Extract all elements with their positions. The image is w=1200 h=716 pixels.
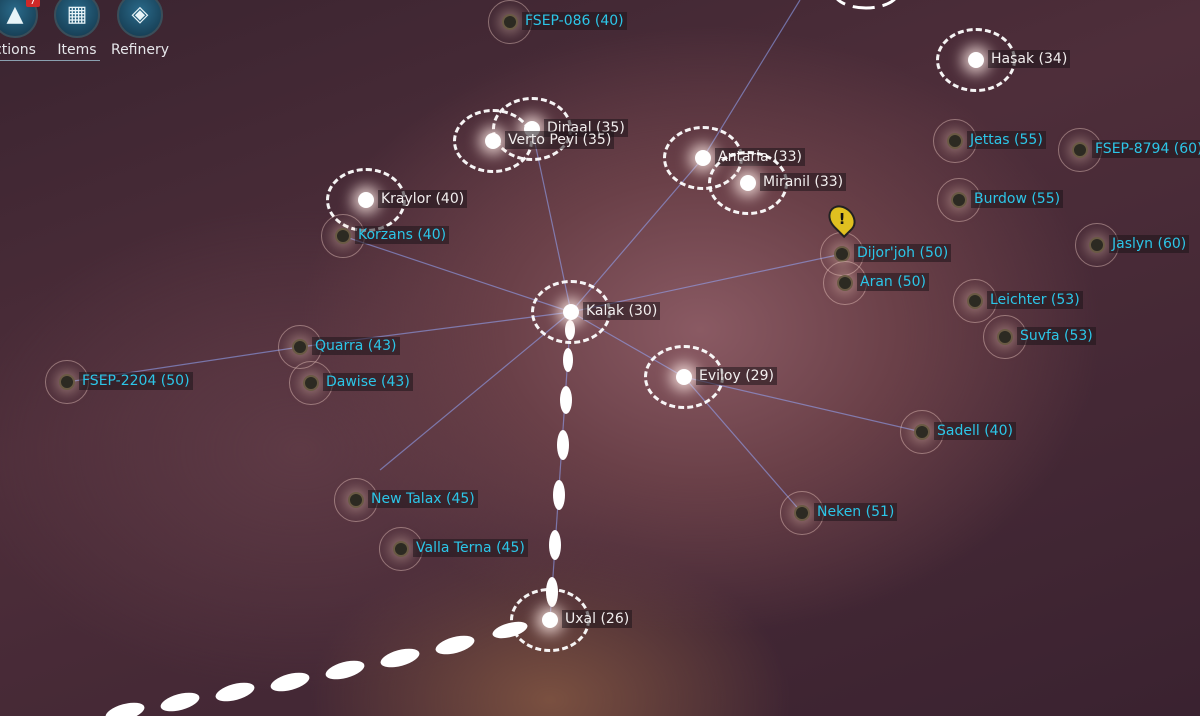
system-label[interactable]: Suvfa (53) (1017, 327, 1096, 345)
system-label[interactable]: Dawise (43) (323, 373, 413, 391)
system-node[interactable] (740, 175, 756, 191)
toolbar-divider (0, 60, 100, 61)
system-label[interactable]: FSEP-2204 (50) (79, 372, 193, 390)
missions-label: ctions (0, 42, 36, 58)
system-node[interactable] (1072, 142, 1088, 158)
diamond-icon: ◈ (117, 0, 163, 38)
system-label[interactable]: Leichter (53) (987, 291, 1083, 309)
system-node[interactable] (393, 541, 409, 557)
items-stack-icon: ▦ (54, 0, 100, 38)
items-button[interactable]: ▦ Items (42, 0, 112, 58)
system-node[interactable] (951, 192, 967, 208)
system-label[interactable]: FSEP-8794 (60) (1092, 140, 1200, 158)
missions-button[interactable]: ▲ 7 ctions (0, 0, 50, 58)
system-node[interactable] (292, 339, 308, 355)
system-node[interactable] (947, 133, 963, 149)
system-label[interactable]: Kalak (30) (583, 302, 661, 320)
system-label[interactable]: Jaslyn (60) (1109, 235, 1190, 253)
system-label[interactable]: New Talax (45) (368, 490, 478, 508)
system-label[interactable]: Korzans (40) (355, 226, 450, 244)
system-node[interactable] (502, 14, 518, 30)
system-label[interactable]: Aran (50) (857, 273, 929, 291)
system-label[interactable]: Verto Peyi (35) (505, 131, 615, 149)
system-label[interactable]: Burdow (55) (971, 190, 1064, 208)
system-label[interactable]: Quarra (43) (312, 337, 400, 355)
system-label[interactable]: FSEP-086 (40) (522, 12, 627, 30)
system-node[interactable] (695, 150, 711, 166)
warp-lane (379, 311, 572, 471)
system-node[interactable] (563, 304, 579, 320)
system-node[interactable] (967, 293, 983, 309)
system-label[interactable]: Miranil (33) (760, 173, 847, 191)
system-node[interactable] (834, 246, 850, 262)
system-node[interactable] (335, 228, 351, 244)
system-label[interactable]: Jettas (55) (967, 131, 1046, 149)
system-node[interactable] (1089, 237, 1105, 253)
system-label[interactable]: Valla Terna (45) (413, 539, 528, 557)
offscreen-system-ring (836, 0, 896, 10)
system-node[interactable] (542, 612, 558, 628)
system-label[interactable]: Hasak (34) (988, 50, 1071, 68)
system-label[interactable]: Eviloy (29) (696, 367, 777, 385)
system-node[interactable] (348, 492, 364, 508)
system-node[interactable] (794, 505, 810, 521)
system-node[interactable] (358, 192, 374, 208)
system-label[interactable]: Uxal (26) (562, 610, 633, 628)
items-label: Items (57, 42, 97, 58)
top-toolbar: ▲ 7 ctions ▦ Items ◈ Refinery (0, 0, 200, 62)
system-node[interactable] (59, 374, 75, 390)
system-node[interactable] (968, 52, 984, 68)
system-node[interactable] (676, 369, 692, 385)
system-node[interactable] (914, 424, 930, 440)
system-label[interactable]: Dijor'joh (50) (854, 244, 952, 262)
system-node[interactable] (997, 329, 1013, 345)
warp-lane (683, 376, 923, 433)
refinery-label: Refinery (110, 42, 170, 58)
system-label[interactable]: Sadell (40) (934, 422, 1016, 440)
notification-badge: 7 (25, 0, 40, 7)
system-node[interactable] (837, 275, 853, 291)
system-node[interactable] (303, 375, 319, 391)
system-node[interactable] (485, 133, 501, 149)
system-label[interactable]: Kraylor (40) (378, 190, 468, 208)
alert-text: ! (838, 210, 846, 228)
refinery-button[interactable]: ◈ Refinery (105, 0, 175, 58)
system-label[interactable]: Neken (51) (814, 503, 898, 521)
